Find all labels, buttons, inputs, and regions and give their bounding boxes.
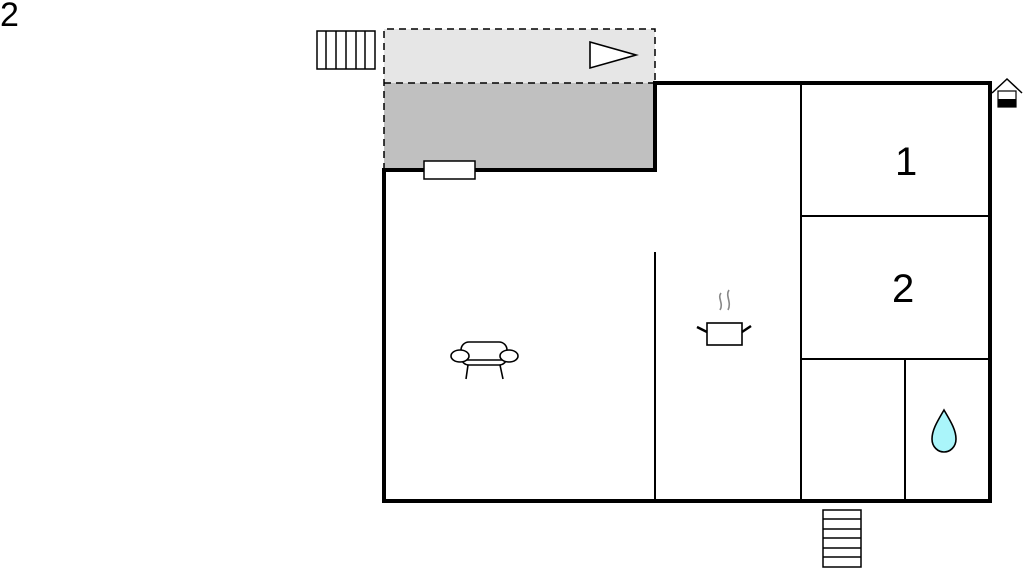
floor-number-label: 2	[0, 0, 19, 34]
terrace-covered-area	[384, 83, 655, 170]
direction-arrow-icon	[589, 40, 639, 70]
house-entrance-icon	[991, 77, 1023, 108]
window-icon	[423, 160, 476, 180]
sofa-icon	[450, 341, 519, 380]
interior-walls	[654, 83, 990, 501]
stairs-icon	[822, 509, 862, 568]
terrace	[383, 28, 656, 170]
room-label-bedroom-2: 2	[892, 267, 915, 311]
water-drop-icon	[931, 408, 957, 453]
room-label-bedroom-1: 1	[895, 140, 918, 184]
outer-wall	[382, 81, 992, 503]
terrace-dashed-outline	[383, 28, 656, 170]
stairs-icon	[316, 30, 376, 70]
cooking-pot-icon	[696, 289, 752, 346]
